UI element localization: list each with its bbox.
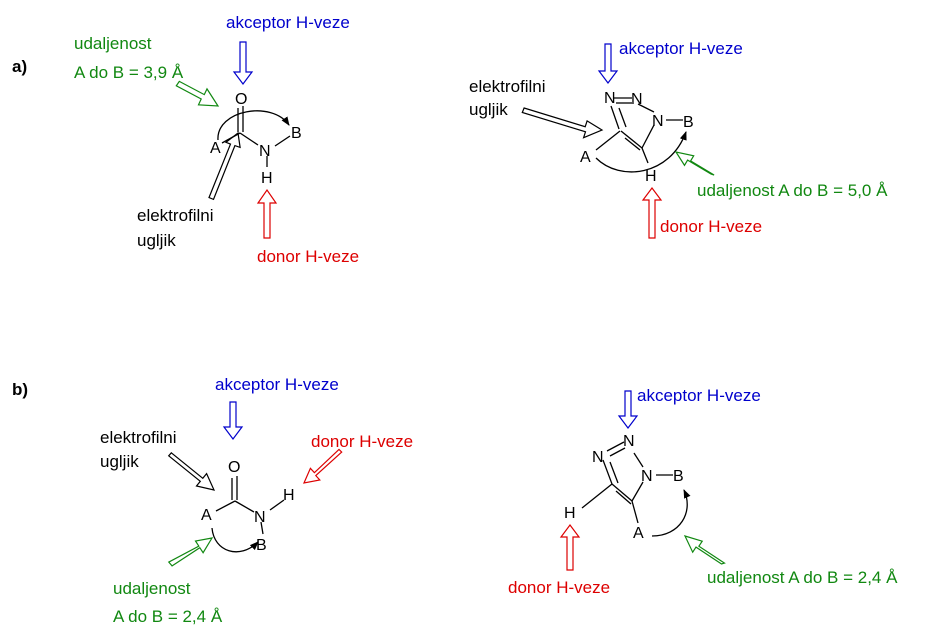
atom-n3: N — [592, 449, 604, 466]
electrophilic-arrow — [208, 131, 241, 201]
triazole-b: N N N B H A — [564, 433, 691, 542]
electrophilic-label-line2: ugljik — [469, 100, 508, 119]
distance-label: udaljenost A do B = 5,0 Å — [697, 181, 888, 200]
distance-label-line2: A do B = 3,9 Å — [74, 63, 184, 82]
panel-label-a: a) — [12, 57, 27, 76]
acceptor-arrow — [617, 390, 639, 429]
atom-n1: N — [641, 468, 653, 485]
distance-arc — [595, 131, 687, 173]
electrophilic-label-line2: ugljik — [137, 231, 176, 250]
electrophilic-arrow — [167, 451, 216, 491]
atom-n2: N — [631, 91, 643, 108]
bond-n1-c5 — [641, 124, 655, 149]
atom-a: A — [580, 149, 591, 166]
bond-n3-c4 — [602, 459, 613, 485]
atom-nitrogen: N — [254, 509, 266, 526]
electrophilic-label-line2: ugljik — [100, 452, 139, 471]
distance-arrow — [167, 537, 214, 567]
bond-c4-c5-double — [624, 137, 641, 151]
donor-arrow — [256, 188, 278, 239]
electrophilic-label-line1: elektrofilni — [137, 206, 214, 225]
bond-c4-c5 — [620, 130, 643, 149]
bond-c-a — [215, 500, 236, 512]
bond-n1-c5 — [631, 481, 644, 502]
bond-n3-c4-double — [609, 461, 619, 484]
atom-hydrogen: H — [564, 505, 576, 522]
bond-c5-a — [631, 500, 639, 524]
distance-label-line1: udaljenost — [74, 34, 152, 53]
donor-arrow — [641, 187, 663, 239]
bond-n2-n1 — [637, 103, 655, 113]
atom-b: B — [673, 468, 684, 485]
bond-n-h — [269, 499, 285, 511]
atom-n2: N — [623, 433, 635, 450]
distance-arrow — [683, 535, 726, 565]
donor-label: donor H-veze — [257, 247, 359, 266]
donor-label: donor H-veze — [660, 217, 762, 236]
bond-n3-c4-double — [618, 107, 627, 128]
bond-c4-c5-double — [615, 490, 632, 505]
donor-arrow — [559, 524, 581, 571]
bond-c4-c5 — [611, 483, 633, 502]
atom-nitrogen: N — [259, 143, 271, 160]
amide-b: O A N H B — [201, 459, 295, 554]
acceptor-arrow — [597, 43, 619, 84]
electrophilic-arrow — [521, 107, 604, 139]
amide-a: O A N B H — [210, 91, 302, 187]
distance-arrow — [175, 80, 220, 107]
atom-a: A — [210, 140, 221, 157]
donor-label: donor H-veze — [508, 578, 610, 597]
acceptor-arrow — [232, 41, 254, 85]
atom-hydrogen: H — [261, 170, 273, 187]
bond-n3-c4 — [610, 105, 620, 130]
bond-n-b — [274, 135, 291, 147]
atom-a: A — [201, 507, 212, 524]
bond-c-n — [239, 132, 259, 146]
distance-arc — [211, 527, 259, 553]
bond-c5-h — [641, 147, 649, 164]
atom-n1: N — [652, 113, 664, 130]
acceptor-arrow — [222, 401, 244, 440]
donor-label: donor H-veze — [311, 432, 413, 451]
atom-oxygen: O — [235, 91, 247, 108]
bond-c-n — [234, 500, 255, 513]
distance-label: udaljenost A do B = 2,4 Å — [707, 568, 898, 587]
distance-label-line2: A do B = 2,4 Å — [113, 607, 223, 626]
electrophilic-label-line1: elektrofilni — [469, 77, 546, 96]
bond-n-b — [260, 521, 264, 535]
atom-b: B — [291, 125, 302, 142]
distance-arrow — [674, 151, 715, 176]
acceptor-label: akceptor H-veze — [637, 386, 761, 405]
distance-label-line1: udaljenost — [113, 579, 191, 598]
electrophilic-label-line1: elektrofilni — [100, 428, 177, 447]
bond-n3-n2-double — [609, 447, 626, 457]
bond-n2-n1 — [633, 452, 644, 468]
acceptor-label: akceptor H-veze — [619, 39, 743, 58]
bond-c4-h — [581, 483, 613, 509]
panel-label-b: b) — [12, 380, 28, 399]
bond-c4-a — [595, 130, 621, 151]
distance-arc — [651, 489, 691, 537]
atom-b: B — [256, 537, 267, 554]
atom-n3: N — [604, 90, 616, 107]
acceptor-label: akceptor H-veze — [226, 13, 350, 32]
acceptor-label: akceptor H-veze — [215, 375, 339, 394]
atom-a: A — [633, 525, 644, 542]
distance-arc — [217, 110, 290, 141]
bond-n3-n2 — [606, 441, 625, 452]
triazole-a: N N N B A H — [580, 90, 694, 185]
atom-hydrogen: H — [645, 168, 657, 185]
atom-hydrogen: H — [283, 487, 295, 504]
donor-arrow — [302, 448, 343, 484]
atom-b: B — [683, 114, 694, 131]
atom-oxygen: O — [228, 459, 240, 476]
